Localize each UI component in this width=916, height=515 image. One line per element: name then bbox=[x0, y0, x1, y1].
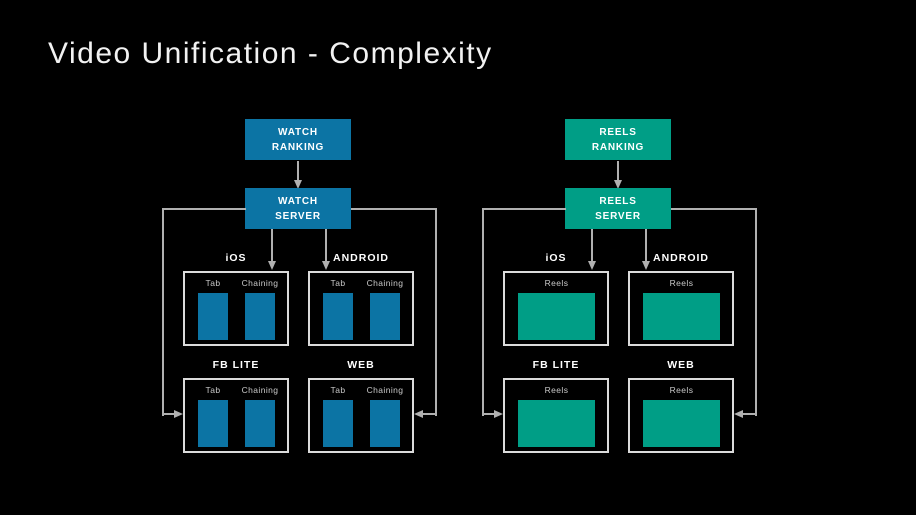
arrowhead-left-icon bbox=[734, 410, 743, 418]
module-label: Chaining bbox=[241, 385, 279, 395]
platform-label: iOS bbox=[225, 252, 247, 264]
module-label: Reels bbox=[544, 278, 569, 288]
module: Tab bbox=[198, 278, 228, 344]
module: Chaining bbox=[242, 385, 278, 451]
arrowhead-down-icon bbox=[322, 261, 330, 270]
watch-platform-android: ANDROID Tab Chaining bbox=[308, 252, 414, 346]
platform-box: Tab Chaining bbox=[308, 378, 414, 453]
module-rect bbox=[370, 400, 400, 447]
connector-line bbox=[162, 208, 246, 210]
arrowhead-down-icon bbox=[294, 180, 302, 189]
connector-line bbox=[755, 208, 757, 416]
connector-line bbox=[351, 208, 437, 210]
connector-line bbox=[297, 161, 299, 181]
module-rect bbox=[518, 400, 595, 447]
module-rect bbox=[245, 400, 275, 447]
module-rect bbox=[643, 400, 720, 447]
watch-platform-web: WEB Tab Chaining bbox=[308, 359, 414, 453]
reels-ranking-label: REELS RANKING bbox=[591, 126, 645, 153]
connector-line bbox=[423, 413, 437, 415]
reels-ranking-box: REELS RANKING bbox=[565, 119, 671, 160]
module-rect bbox=[518, 293, 595, 340]
platform-label: WEB bbox=[347, 359, 375, 371]
platform-label: WEB bbox=[667, 359, 695, 371]
connector-line bbox=[591, 229, 593, 262]
module-label: Tab bbox=[205, 385, 221, 395]
connector-line bbox=[645, 229, 647, 262]
reels-platform-fblite: FB LITE Reels bbox=[503, 359, 609, 453]
connector-line bbox=[482, 208, 566, 210]
module-label: Chaining bbox=[366, 278, 404, 288]
watch-platform-fblite: FB LITE Tab Chaining bbox=[183, 359, 289, 453]
arrowhead-down-icon bbox=[588, 261, 596, 270]
platform-box: Tab Chaining bbox=[308, 271, 414, 346]
reels-platform-ios: iOS Reels bbox=[503, 252, 609, 346]
reels-server-box: REELS SERVER bbox=[565, 188, 671, 229]
module: Tab bbox=[198, 385, 228, 451]
connector-line bbox=[271, 229, 273, 262]
module: Tab bbox=[323, 278, 353, 344]
watch-platform-ios: iOS Tab Chaining bbox=[183, 252, 289, 346]
watch-ranking-label: WATCH RANKING bbox=[271, 126, 325, 153]
watch-server-label: WATCH SERVER bbox=[275, 195, 321, 222]
connector-line bbox=[325, 229, 327, 262]
platform-box: Tab Chaining bbox=[183, 271, 289, 346]
platform-box: Reels bbox=[503, 378, 609, 453]
connector-line bbox=[435, 208, 437, 416]
module-label: Tab bbox=[330, 278, 346, 288]
module-label: Reels bbox=[544, 385, 569, 395]
module: Reels bbox=[518, 278, 595, 344]
module-label: Reels bbox=[669, 385, 694, 395]
module-label: Chaining bbox=[241, 278, 279, 288]
module-rect bbox=[198, 293, 228, 340]
module: Tab bbox=[323, 385, 353, 451]
reels-server-label: REELS SERVER bbox=[595, 195, 641, 222]
reels-diagram: REELS RANKING REELS SERVER iOS Reels AND… bbox=[320, 0, 916, 515]
module: Chaining bbox=[367, 385, 403, 451]
module-label: Tab bbox=[330, 385, 346, 395]
connector-line bbox=[743, 413, 757, 415]
module: Reels bbox=[518, 385, 595, 451]
reels-platform-android: ANDROID Reels bbox=[628, 252, 734, 346]
arrowhead-down-icon bbox=[268, 261, 276, 270]
arrowhead-down-icon bbox=[642, 261, 650, 270]
platform-box: Reels bbox=[628, 271, 734, 346]
connector-line bbox=[482, 208, 484, 416]
connector-line bbox=[162, 413, 175, 415]
connector-line bbox=[482, 413, 495, 415]
arrowhead-right-icon bbox=[174, 410, 183, 418]
platform-label: FB LITE bbox=[212, 359, 260, 371]
module-label: Tab bbox=[205, 278, 221, 288]
module-label: Chaining bbox=[366, 385, 404, 395]
platform-label: ANDROID bbox=[333, 252, 389, 264]
watch-ranking-box: WATCH RANKING bbox=[245, 119, 351, 160]
platform-label: FB LITE bbox=[532, 359, 580, 371]
module-rect bbox=[245, 293, 275, 340]
module: Reels bbox=[643, 278, 720, 344]
module-rect bbox=[323, 293, 353, 340]
module-label: Reels bbox=[669, 278, 694, 288]
slide-title: Video Unification - Complexity bbox=[48, 37, 493, 70]
arrowhead-left-icon bbox=[414, 410, 423, 418]
module: Chaining bbox=[367, 278, 403, 344]
platform-box: Reels bbox=[503, 271, 609, 346]
module: Reels bbox=[643, 385, 720, 451]
platform-box: Reels bbox=[628, 378, 734, 453]
reels-platform-web: WEB Reels bbox=[628, 359, 734, 453]
arrowhead-right-icon bbox=[494, 410, 503, 418]
module-rect bbox=[323, 400, 353, 447]
platform-label: iOS bbox=[545, 252, 567, 264]
connector-line bbox=[162, 208, 164, 416]
connector-line bbox=[671, 208, 757, 210]
watch-server-box: WATCH SERVER bbox=[245, 188, 351, 229]
platform-label: ANDROID bbox=[653, 252, 709, 264]
arrowhead-down-icon bbox=[614, 180, 622, 189]
connector-line bbox=[617, 161, 619, 181]
module: Chaining bbox=[242, 278, 278, 344]
module-rect bbox=[198, 400, 228, 447]
platform-box: Tab Chaining bbox=[183, 378, 289, 453]
module-rect bbox=[370, 293, 400, 340]
module-rect bbox=[643, 293, 720, 340]
